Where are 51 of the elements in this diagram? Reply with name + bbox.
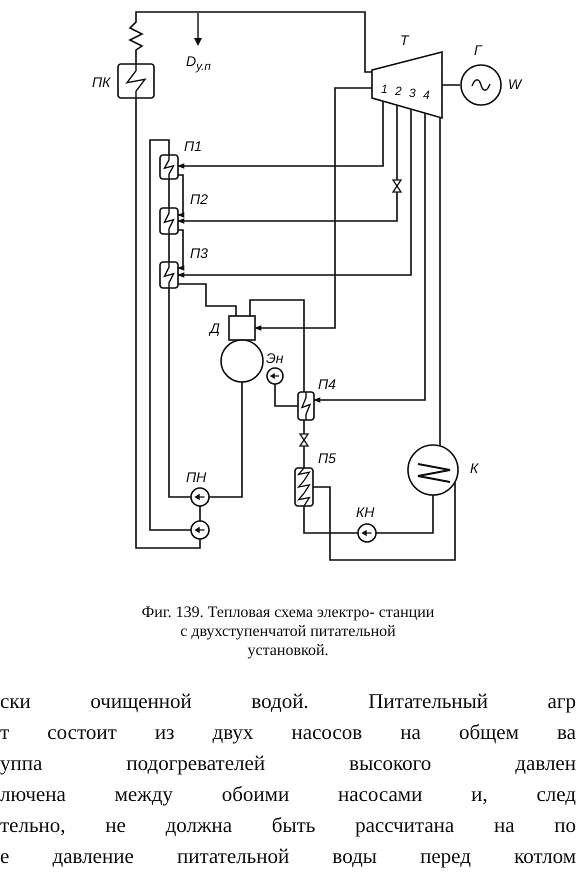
pipe-line xyxy=(209,382,243,498)
extraction-number: 3 xyxy=(409,86,416,100)
pipe-line xyxy=(439,117,441,446)
pipe-line xyxy=(313,482,456,561)
pipe-line xyxy=(177,105,398,224)
power-label: W xyxy=(508,76,522,92)
pipe-line xyxy=(199,506,201,521)
body-text-line: уппа подогревателей высокого давлен xyxy=(0,750,576,776)
pipe-line xyxy=(303,506,358,534)
equipment-label: П5 xyxy=(318,450,336,466)
body-text-line: лючена между обоими насосами и, след xyxy=(0,781,576,807)
extraction-number: 1 xyxy=(381,82,388,96)
pipe-line xyxy=(274,384,298,407)
equipment-label: Т xyxy=(400,32,409,48)
extraction-number: 2 xyxy=(395,84,402,98)
pipe-line xyxy=(149,139,191,531)
pipe-line xyxy=(168,234,170,262)
equipment-label: К xyxy=(470,460,478,476)
pipe-line xyxy=(177,101,384,169)
pipe-line xyxy=(168,288,191,498)
pipe-line xyxy=(178,283,237,316)
body-text-line: е давление питательной воды перед котлом xyxy=(0,843,576,869)
pipe-line xyxy=(135,11,372,73)
pipe-line xyxy=(313,113,426,403)
pipe-line xyxy=(254,87,372,331)
flow-label: D$_{у.п}$ xyxy=(186,52,211,75)
equipment-label: П1 xyxy=(184,138,202,154)
equipment-label: Г xyxy=(474,42,482,58)
body-text-line: тельно, не должна быть рассчитана на по xyxy=(0,812,576,838)
equipment-label: П2 xyxy=(190,191,208,207)
extraction-number: 4 xyxy=(423,88,430,102)
body-text-line: ски очищенной водой. Питательный агр xyxy=(0,688,576,714)
pipe-line xyxy=(177,174,184,218)
equipment-label: ПН xyxy=(186,469,206,485)
pipe-line xyxy=(135,98,201,549)
equipment-label: П3 xyxy=(190,245,208,261)
pipe-line xyxy=(135,54,137,64)
pipe-line xyxy=(168,179,170,208)
pipe-line xyxy=(249,299,305,392)
pipe-line xyxy=(177,229,184,271)
pipe-line xyxy=(442,84,460,86)
figure-caption: Фиг. 139. Тепловая схема электро- станции с двухступенчатой питательной установкой. xyxy=(140,603,436,660)
pipe-line xyxy=(303,420,305,468)
pipe-line xyxy=(177,109,412,278)
equipment-label: КН xyxy=(356,504,374,520)
pipe-line xyxy=(376,495,434,534)
equipment-label: Д xyxy=(210,320,220,336)
equipment-label: П4 xyxy=(318,376,336,392)
equipment-label: ПК xyxy=(92,74,110,90)
equipment-label: Эн xyxy=(266,350,284,366)
body-text-line: т состоит из двух насосов на общем ва xyxy=(0,719,576,745)
